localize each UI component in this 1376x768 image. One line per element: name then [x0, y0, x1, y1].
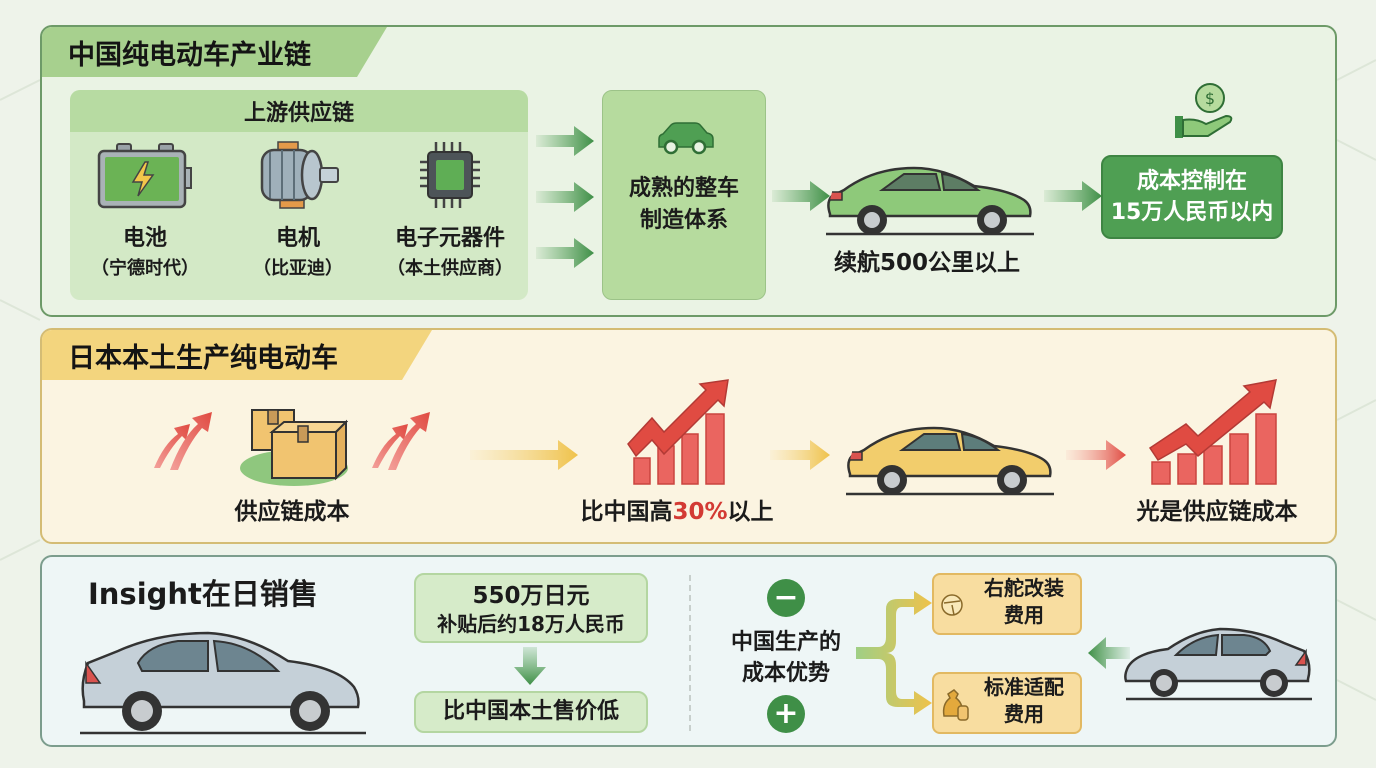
component-supplier: （比亚迪） [253, 258, 343, 279]
component-name: 电池 [122, 226, 167, 251]
arrow-down-icon [514, 647, 546, 685]
component-supplier: （宁德时代） [91, 258, 199, 279]
arrow-left-icon [1088, 637, 1130, 669]
supply-chain-cost-label: 供应链成本 [234, 499, 350, 525]
svg-text:$: $ [1205, 89, 1215, 108]
insight-title: Insight在日销售 [88, 577, 318, 611]
section-divider [689, 575, 691, 731]
arrow-right-icon [1044, 181, 1102, 211]
boxes-icon [240, 409, 348, 486]
china-chain-title: 中国纯电动车产业链 [42, 27, 387, 77]
label-prefix: 比中国高 [580, 499, 673, 525]
component-name: 电子元器件 [394, 226, 505, 251]
arrow-right-icon [770, 440, 830, 470]
price-rmb: 补贴后约18万人民币 [437, 612, 625, 636]
manufacturing-system: 成熟的整车 制造体系 [602, 90, 766, 300]
manufacturing-line1: 成熟的整车 [628, 176, 739, 201]
rhd-conversion-cost: 右舵改装 费用 [932, 573, 1082, 635]
rising-arrows-icon [372, 412, 430, 470]
motor-icon [260, 141, 339, 209]
yellow-car-icon [846, 426, 1054, 496]
rising-chart-icon [1148, 379, 1277, 485]
arrow-right-icon [470, 440, 578, 470]
cost-advantage-label: 中国生产的 成本优势 [718, 627, 854, 689]
cost-control-box: 成本控制在 15万人民币以内 [1101, 155, 1283, 239]
arrow-right-icon [536, 238, 594, 268]
price-box: 550万日元 补贴后约18万人民币 [414, 573, 648, 643]
component-supplier: （本土供应商） [387, 258, 513, 279]
battery-icon [97, 143, 192, 209]
cost-line1: 右舵改装 [984, 576, 1064, 600]
arrow-right-icon [1066, 440, 1126, 470]
rising-arrows-icon [154, 412, 212, 470]
cost-line2: 费用 [1004, 702, 1044, 726]
minus-icon: − [767, 579, 805, 617]
japan-chain-panel: 日本本土生产纯电动车 供应链成本 比中国高30%以上 [40, 328, 1337, 544]
plus-icon: + [767, 695, 805, 733]
money-hand-icon: $ [1175, 83, 1233, 138]
green-car-icon [826, 166, 1034, 236]
advantage-line1: 中国生产的 [730, 630, 841, 655]
supply-chain-only-label: 光是供应链成本 [1136, 499, 1298, 525]
arrow-right-icon [772, 181, 830, 211]
insight-panel: Insight在日销售 550万日元 补贴后约18万人民币 比中国本土售价低 −… [40, 555, 1337, 747]
component-battery: 电池 （宁德时代） [75, 140, 215, 280]
chip-icon [420, 142, 480, 208]
branch-arrows-icon [856, 591, 932, 715]
lower-price-box: 比中国本土售价低 [414, 691, 648, 733]
label-suffix: 以上 [727, 499, 774, 525]
cost-comparison-label: 比中国高30%以上 [572, 492, 782, 526]
steering-icon [941, 594, 963, 616]
arrow-right-icon [536, 182, 594, 212]
component-motor: 电机 （比亚迪） [228, 140, 368, 280]
cost-line2: 15万人民币以内 [1110, 200, 1274, 225]
insight-car-small-icon [1124, 627, 1312, 701]
percent-highlight: 30% [672, 499, 728, 525]
advantage-line2: 成本优势 [741, 661, 830, 686]
manufacturing-line2: 制造体系 [639, 208, 728, 233]
range-caption: 续航500公里以上 [833, 250, 1020, 276]
component-name: 电机 [275, 226, 320, 251]
china-chain-panel: 中国纯电动车产业链 上游供应链 电池 （宁德时代） [40, 25, 1337, 317]
cost-line1: 标准适配 [984, 675, 1064, 699]
car-icon [658, 122, 714, 155]
standard-adaptation-cost: 标准适配 费用 [932, 672, 1082, 734]
money-bag-icon [942, 689, 969, 721]
rising-chart-icon [627, 379, 729, 485]
price-jpy: 550万日元 [472, 583, 590, 609]
insight-car-icon [80, 631, 366, 735]
arrow-right-icon [536, 126, 594, 156]
upstream-supply-chain: 上游供应链 电池 （宁德时代） 电机 （比亚迪 [70, 90, 528, 300]
cost-line2: 费用 [1004, 603, 1044, 627]
cost-line1: 成本控制在 [1136, 169, 1247, 194]
upstream-title: 上游供应链 [70, 90, 528, 132]
component-electronics: 电子元器件 （本土供应商） [380, 140, 520, 280]
japan-chain-title: 日本本土生产纯电动车 [42, 330, 432, 380]
